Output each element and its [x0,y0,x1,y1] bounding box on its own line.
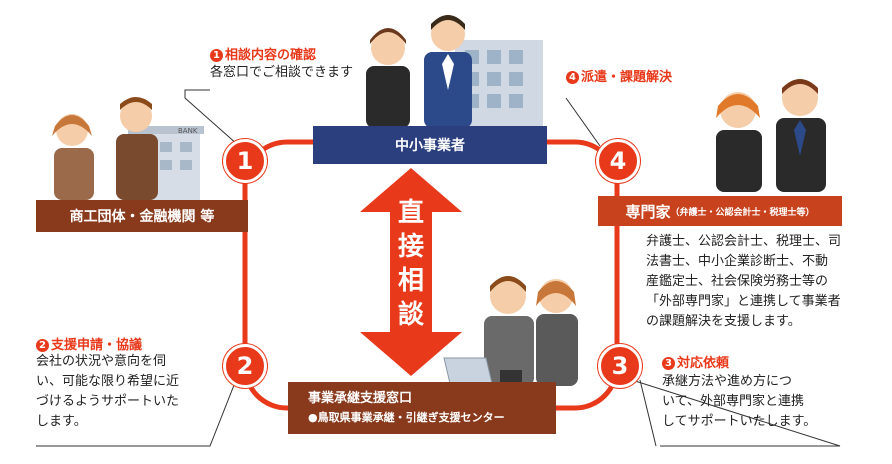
step-4-number: 4 [566,71,579,84]
leader-line-4 [565,97,601,147]
step-4-title-text: 派遣・課題解決 [581,70,673,85]
step-1-description: 各窓口でご相談できます [210,63,353,83]
step-3-desc-line: 承継方法や進め方につ [662,374,793,389]
direct-consult-label: 直 接 相 談 [366,196,456,332]
step-2-number: 2 [36,339,49,352]
step-4-desc-line: 弁護士、公認会計士、税理士、司 [646,234,842,249]
direct-consult-char-2: 接 [397,232,424,262]
step-2-desc-line: づけるようサポートいた [36,394,180,409]
step-4-desc-line: 法書士、中小企業診断士、不動 [646,254,829,269]
step-3-description: 承継方法や進め方につ いて、外部専門家と連携 してサポートいたします。 [662,372,816,432]
experts-box: 専門家（弁護士・公認会計士・税理士等） [598,196,842,226]
support-center-title: 事業承継支援窓口 [308,391,413,406]
step-3-number: 3 [662,357,675,370]
sme-label: 中小事業者 [395,138,465,154]
chamber-label: 商工団体・金融機関 等 [69,209,215,225]
sme-people-illustration [366,15,472,128]
leader-line-3 [631,379,841,447]
step-1-number: 1 [210,49,223,62]
step-1-desc-line: 各窓口でご相談できます [210,65,354,80]
bank-sign: BANK [178,127,198,135]
step-badge-1: 1 [223,139,267,183]
leader-line-3b [639,379,657,447]
step-1-title-text: 相談内容の確認 [225,48,317,63]
step-3-title-text: 対応依頼 [677,356,730,371]
step-4-description: 弁護士、公認会計士、税理士、司 法書士、中小企業診断士、不動 産鑑定士、社会保険… [646,232,841,332]
direct-consult-char-1: 直 [397,198,424,228]
experts-sub-label: （弁護士・公認会計士・税理士等） [670,207,815,218]
step-2-description: 会社の状況や意向を伺 い、可能な限り希望に近 づけるようサポートいた します。 [36,352,179,432]
step-2-desc-line: い、可能な限り希望に近 [36,374,180,389]
support-staff-illustration [443,276,578,393]
step-badge-2: 2 [223,344,267,388]
direct-consult-char-3: 相 [397,266,424,296]
support-center-box: 事業承継支援窓口 ●鳥取県事業承継・引継ぎ支援センター [288,382,556,434]
direct-consult-arrow [360,168,462,376]
step-badge-4: 4 [596,139,640,183]
direct-consult-char-4: 談 [397,300,424,330]
experts-illustration [716,79,826,192]
step-4-desc-line: 「外部専門家」と連携して事業者 [646,294,841,309]
step-3-desc-line: してサポートいたします。 [662,414,817,429]
step-badge-3: 3 [598,344,642,388]
leader-line-1 [184,89,239,146]
experts-label: 専門家 [625,202,671,221]
sme-box: 中小事業者 [313,126,547,164]
step-2-desc-line: します。 [36,414,87,429]
leader-line-2 [36,379,237,447]
step-2-title-text: 支援申請・協議 [51,338,143,353]
step-2-desc-line: 会社の状況や意向を伺 [36,354,167,369]
office-building-illustration [455,40,543,126]
support-center-name: ●鳥取県事業承継・引継ぎ支援センター [308,411,505,424]
chamber-illustration: BANK [52,97,204,200]
chamber-box: 商工団体・金融機関 等 [36,200,248,232]
step-4-desc-line: の課題解決を支援します。 [646,314,801,329]
step-3-desc-line: いて、外部専門家と連携 [662,394,804,409]
step-4-desc-line: 産鑑定士、社会保険労務士等の [646,274,829,289]
